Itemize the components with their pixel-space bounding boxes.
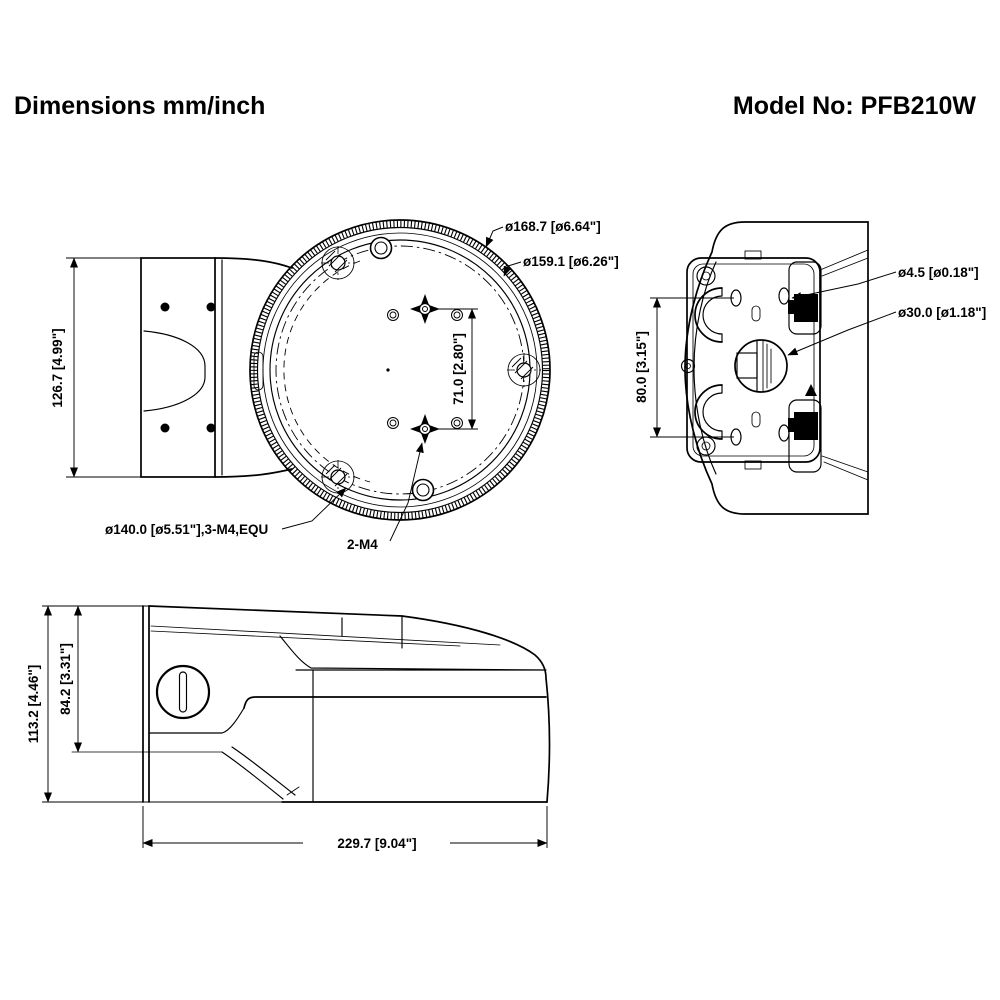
center-mark xyxy=(386,368,390,372)
front-leader-flange-diameter: ø159.1 [ø6.26"] xyxy=(503,254,619,277)
dim-hole-spacing-label: 80.0 [3.15"] xyxy=(634,331,649,403)
ring-screw xyxy=(320,245,356,281)
front-dim-screw-spacing: 71.0 [2.80"] xyxy=(432,308,478,430)
dim-arm-height-label: 84.2 [3.31"] xyxy=(58,643,73,715)
side-dim-arm-height: 84.2 [3.31"] xyxy=(58,605,82,753)
rim-slot xyxy=(253,351,264,391)
dim-outer-diameter-label: ø168.7 [ø6.64"] xyxy=(505,219,601,234)
dim-bolt-circle-label: ø140.0 [ø5.51"],3-M4,EQU xyxy=(105,522,268,537)
back-view: 80.0 [3.15"] ø4.5 [ø0.18"] ø30.0 [ø1.18"… xyxy=(634,221,986,515)
side-dim-overall-length: 229.7 [9.04"] xyxy=(142,806,548,851)
page-title: Dimensions mm/inch xyxy=(14,92,266,120)
back-leader-cable-hole: ø30.0 [ø1.18"] xyxy=(787,305,986,356)
small-hole xyxy=(387,417,399,429)
front-mount-circle xyxy=(249,219,551,521)
dim-mount-hole-label: ø4.5 [ø0.18"] xyxy=(898,265,979,280)
plate-screw-hole xyxy=(206,423,216,433)
slot xyxy=(751,411,761,428)
small-hole xyxy=(451,417,463,429)
arm-screw xyxy=(155,664,211,720)
plate-screw-hole xyxy=(206,302,216,312)
dim-flange-diameter-label: ø159.1 [ø6.26"] xyxy=(523,254,619,269)
bolt-circle-centerline xyxy=(275,245,525,495)
horseshoe-cutout-top xyxy=(694,287,723,343)
ring-screw xyxy=(320,459,356,495)
latch-bottom xyxy=(788,384,822,473)
small-hole xyxy=(451,309,463,321)
back-leader-mount-hole: ø4.5 [ø0.18"] xyxy=(791,265,979,300)
plate-screw-hole xyxy=(160,423,170,433)
horseshoe-cutout-bottom xyxy=(694,384,723,440)
slot xyxy=(751,305,761,322)
dim-cable-hole-label: ø30.0 [ø1.18"] xyxy=(898,305,986,320)
mount-hole xyxy=(778,424,790,442)
dim-screw-spacing-label: 71.0 [2.80"] xyxy=(451,333,466,405)
small-hole xyxy=(387,309,399,321)
dim-overall-length-label: 229.7 [9.04"] xyxy=(337,836,416,851)
back-wall-plate xyxy=(680,250,822,473)
model-number: Model No: PFB210W xyxy=(732,92,976,120)
ring-screw xyxy=(506,352,542,388)
mount-hole xyxy=(778,287,790,305)
back-body-outline xyxy=(684,221,869,515)
side-dim-overall-height: 113.2 [4.46"] xyxy=(26,605,282,803)
hatched-rim xyxy=(250,220,550,520)
side-view: 113.2 [4.46"] 84.2 [3.31"] 229.7 [9.04"] xyxy=(26,605,551,851)
pan-screw xyxy=(411,478,435,502)
back-dim-hole-spacing: 80.0 [3.15"] xyxy=(634,297,734,438)
front-leader-bolt-circle: ø140.0 [ø5.51"],3-M4,EQU xyxy=(105,487,347,537)
side-body-outline xyxy=(71,605,551,803)
front-leader-outer-diameter: ø168.7 [ø6.64"] xyxy=(485,219,601,248)
hidden-dome-edge xyxy=(283,260,371,483)
dim-thread-note-label: 2-M4 xyxy=(347,537,378,552)
dim-overall-height-label: 113.2 [4.46"] xyxy=(26,665,41,743)
front-leader-thread-note: 2-M4 xyxy=(347,442,424,552)
dim-height-label: 126.7 [4.99"] xyxy=(50,328,65,407)
plate-screw-hole xyxy=(160,302,170,312)
front-dim-height: 126.7 [4.99"] xyxy=(50,257,141,478)
front-view: 126.7 [4.99"] 71.0 [2.80"] ø168.7 [ø6.64… xyxy=(50,219,619,552)
pan-screw xyxy=(369,236,393,260)
cable-hole xyxy=(734,339,788,393)
